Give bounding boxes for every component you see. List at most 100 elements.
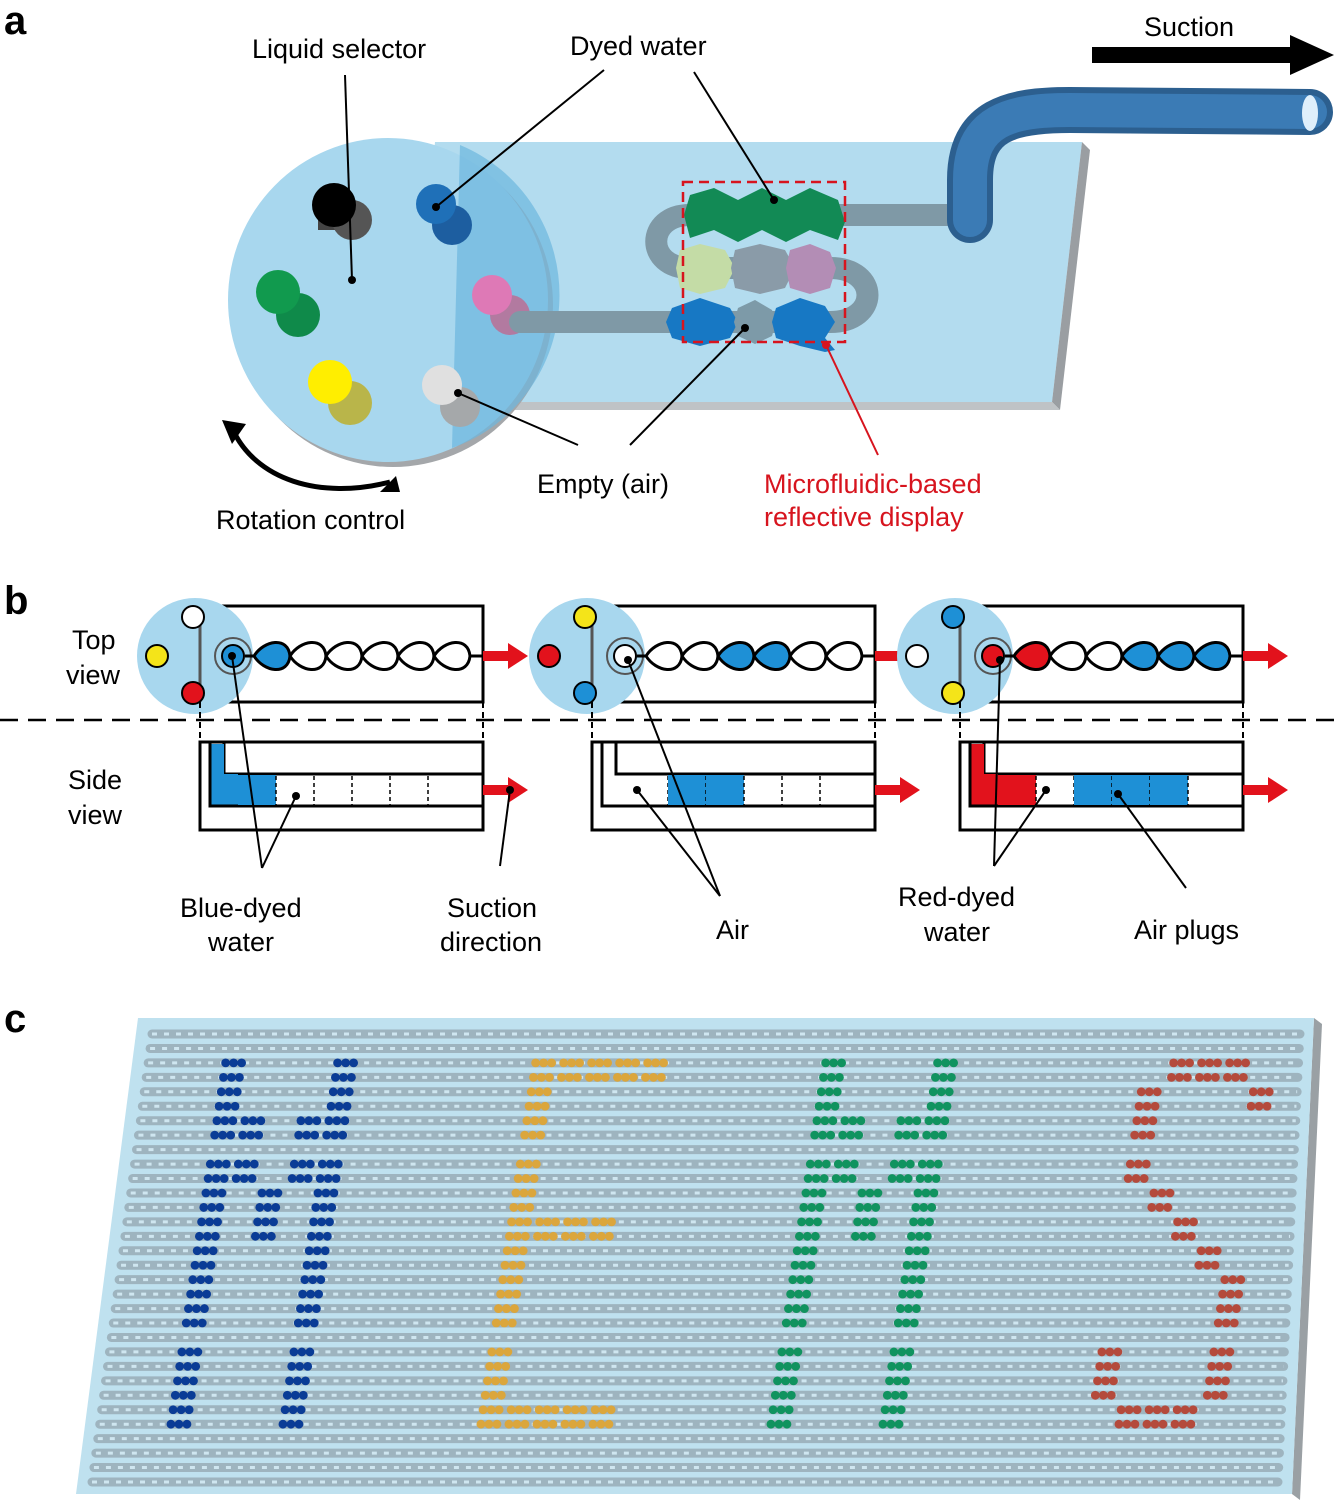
display-pixel bbox=[785, 1347, 795, 1357]
display-pixel bbox=[175, 1361, 185, 1371]
display-pixel bbox=[777, 1347, 787, 1357]
display-pixel bbox=[1207, 1361, 1217, 1371]
red-dyed-label-line2: water bbox=[923, 917, 990, 947]
display-pixel bbox=[898, 1289, 908, 1299]
display-pixel bbox=[1139, 1174, 1149, 1183]
leader-dots-b bbox=[228, 652, 1122, 800]
display-pixel bbox=[215, 1203, 225, 1212]
display-pixel bbox=[298, 1289, 308, 1299]
side-view-segment bbox=[706, 775, 744, 805]
display-pixel bbox=[601, 1072, 610, 1082]
display-pixel bbox=[548, 1419, 558, 1429]
display-pixel bbox=[854, 1130, 864, 1140]
display-pixel bbox=[286, 1419, 296, 1429]
display-pixel bbox=[241, 1159, 251, 1169]
display-pixel bbox=[1195, 1072, 1204, 1082]
display-pixel bbox=[301, 1376, 310, 1386]
display-pixel bbox=[813, 1159, 823, 1169]
blue-dyed-label-line2: water bbox=[207, 927, 274, 957]
selector-well bbox=[613, 644, 637, 668]
display-pixel bbox=[205, 1159, 215, 1169]
display-pixel bbox=[539, 1058, 549, 1068]
display-pixel bbox=[781, 1318, 791, 1328]
display-pixel bbox=[931, 1072, 940, 1082]
display-pixel bbox=[557, 1072, 566, 1082]
display-pixel bbox=[1213, 1318, 1223, 1328]
display-pixel bbox=[304, 1304, 313, 1313]
selector-disc bbox=[137, 598, 253, 714]
display-pixel bbox=[1169, 1058, 1179, 1068]
display-pixel bbox=[918, 1260, 928, 1270]
display-pixel bbox=[542, 1087, 552, 1097]
display-pixel bbox=[344, 1087, 354, 1097]
display-leader-line bbox=[825, 344, 879, 456]
display-pixel bbox=[1210, 1260, 1220, 1270]
display-pixel bbox=[902, 1260, 912, 1270]
display-pixel bbox=[1202, 1390, 1212, 1400]
channel-chamber bbox=[680, 641, 720, 671]
display-pixel bbox=[247, 1174, 257, 1183]
display-pixel bbox=[1221, 1318, 1231, 1328]
display-pixel bbox=[295, 1361, 305, 1371]
display-pixel bbox=[253, 1217, 262, 1227]
display-pixel bbox=[202, 1231, 212, 1241]
display-pixel bbox=[578, 1405, 588, 1415]
display-pixel bbox=[1254, 1101, 1264, 1111]
display-pixel bbox=[912, 1116, 922, 1126]
display-pixel bbox=[178, 1390, 188, 1400]
display-pixel bbox=[944, 1087, 954, 1097]
display-pixel bbox=[510, 1246, 520, 1256]
display-pixel bbox=[487, 1347, 497, 1357]
display-pixel bbox=[1124, 1405, 1134, 1415]
display-pixel bbox=[603, 1058, 613, 1068]
display-pixel bbox=[200, 1304, 209, 1313]
display-pixel bbox=[811, 1174, 821, 1183]
display-pixel bbox=[886, 1419, 896, 1429]
display-pixel bbox=[511, 1188, 521, 1198]
display-pixel bbox=[778, 1390, 788, 1400]
selector-well bbox=[905, 644, 929, 668]
display-pixel bbox=[300, 1275, 310, 1285]
display-pixel bbox=[858, 1231, 868, 1241]
display-pixel bbox=[289, 1159, 299, 1169]
display-pixel bbox=[501, 1361, 511, 1371]
display-pixel bbox=[217, 1188, 227, 1198]
display-pixel bbox=[314, 1289, 324, 1299]
display-highlight-box bbox=[681, 180, 847, 344]
display-pixel bbox=[308, 1275, 318, 1285]
display-pixel bbox=[518, 1246, 528, 1256]
display-pixel bbox=[209, 1188, 219, 1198]
dye-plugs bbox=[666, 188, 845, 352]
display-pixel bbox=[317, 1217, 326, 1227]
display-pixel bbox=[799, 1203, 809, 1212]
side-view-inlet-fill bbox=[210, 744, 224, 806]
display-pixel bbox=[821, 1058, 831, 1068]
display-pixel bbox=[227, 1072, 236, 1082]
display-pixel bbox=[925, 1159, 935, 1169]
display-pixel bbox=[305, 1159, 315, 1169]
display-pixel bbox=[191, 1361, 201, 1371]
display-pixel bbox=[1134, 1101, 1144, 1111]
display-pixel bbox=[198, 1260, 208, 1270]
display-pixel bbox=[212, 1116, 222, 1126]
display-pixel bbox=[847, 1174, 857, 1183]
display-pixel bbox=[781, 1376, 790, 1386]
selector-well bbox=[145, 644, 169, 668]
display-pixel bbox=[595, 1058, 605, 1068]
display-pixel bbox=[228, 1116, 238, 1126]
display-pixel bbox=[1097, 1347, 1107, 1357]
display-pixel bbox=[1131, 1174, 1141, 1183]
display-pixel bbox=[232, 1087, 242, 1097]
display-pixel bbox=[1150, 1419, 1160, 1429]
display-pixel bbox=[1226, 1289, 1236, 1299]
display-pixel bbox=[813, 1217, 822, 1227]
display-pixel bbox=[250, 1231, 260, 1241]
display-pixel bbox=[1205, 1058, 1215, 1068]
channel-chamber bbox=[432, 641, 472, 671]
display-pixel bbox=[1211, 1072, 1220, 1082]
channel-chamber bbox=[752, 641, 792, 671]
display-pixel bbox=[1236, 1275, 1246, 1285]
display-pixel bbox=[641, 1072, 650, 1082]
panel-b-letter: b bbox=[4, 579, 28, 623]
display-pixel bbox=[607, 1217, 616, 1227]
